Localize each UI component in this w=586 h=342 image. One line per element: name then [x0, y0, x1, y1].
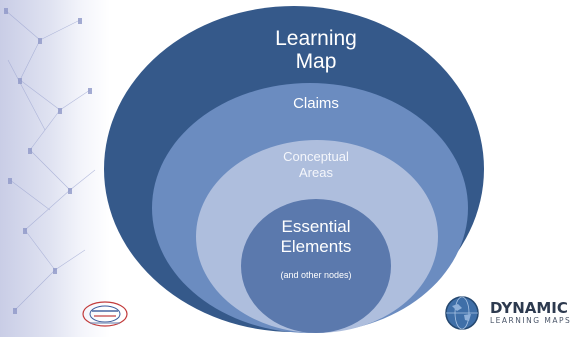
learning-map-label: Learning Map	[236, 27, 396, 73]
globe-icon	[445, 296, 479, 330]
network-pattern	[4, 8, 96, 314]
claims-label: Claims	[293, 95, 339, 112]
partner-logo	[80, 298, 130, 330]
conceptual-areas-label-line1: Conceptual	[283, 149, 349, 164]
dynamic-logo-text: DYNAMIC	[490, 299, 568, 317]
essential-elements-ellipse	[241, 199, 391, 333]
learning-map-label-line2: Map	[295, 49, 337, 73]
essential-elements-label-line2: Elements	[280, 237, 352, 257]
essential-elements-label-line1: Essential	[281, 217, 351, 236]
learning-map-label-line1: Learning	[275, 27, 357, 50]
learning-maps-logo-text: LEARNING MAPS	[490, 316, 572, 325]
essential-elements-label: Essential Elements	[246, 217, 386, 258]
other-nodes-note: (and other nodes)	[280, 270, 352, 280]
dynamic-learning-maps-logo: DYNAMIC LEARNING MAPS	[440, 295, 580, 331]
partner-logo-icon	[82, 301, 128, 327]
network-background-band	[0, 0, 110, 337]
conceptual-areas-label: Conceptual Areas	[246, 149, 386, 180]
conceptual-areas-label-line2: Areas	[299, 164, 333, 180]
